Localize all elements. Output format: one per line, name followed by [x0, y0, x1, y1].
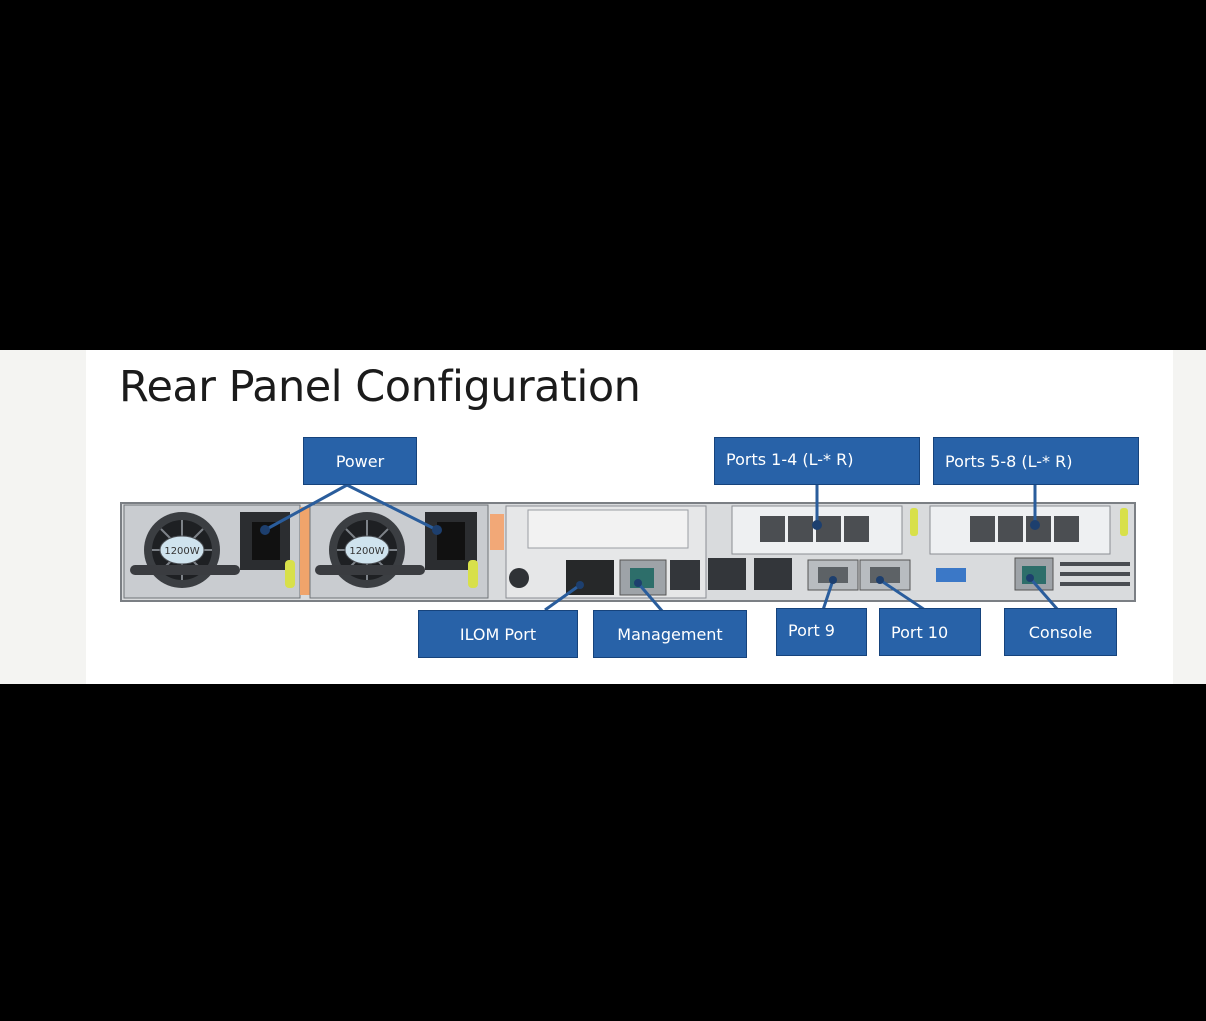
label-console: Console — [1004, 608, 1117, 656]
nic-card-ports-5-8 — [929, 505, 1111, 555]
power-supply-2 — [309, 504, 489, 599]
card-latch — [910, 508, 918, 536]
label-port-9: Port 9 — [776, 608, 867, 656]
usb-3-port — [936, 568, 966, 582]
page-title: Rear Panel Configuration — [119, 362, 641, 412]
management-rj45 — [630, 568, 654, 588]
psu1-rating: 1200W — [164, 546, 199, 557]
io-connectors — [670, 558, 792, 590]
status-strip — [490, 514, 504, 550]
pcie-slot-blank — [527, 509, 689, 549]
label-ports-5-8: Ports 5-8 (L-* R) — [933, 437, 1139, 485]
psu2-rating: 1200W — [349, 546, 384, 557]
label-port-10: Port 10 — [879, 608, 981, 656]
label-power: Power — [303, 437, 417, 485]
label-management: Management — [593, 610, 747, 658]
vent-holes — [1060, 562, 1130, 586]
callout-dots — [260, 520, 1040, 589]
psu-latch — [300, 507, 310, 595]
usb-port — [509, 568, 529, 588]
sfp-cage-10 — [870, 567, 900, 583]
power-supply-1 — [123, 504, 301, 599]
sfp-cage-9 — [818, 567, 848, 583]
label-ports-1-4: Ports 1-4 (L-* R) — [714, 437, 920, 485]
card-latch — [1120, 508, 1128, 536]
callout-lines — [264, 483, 1060, 613]
label-ilom-port: ILOM Port — [418, 610, 578, 658]
